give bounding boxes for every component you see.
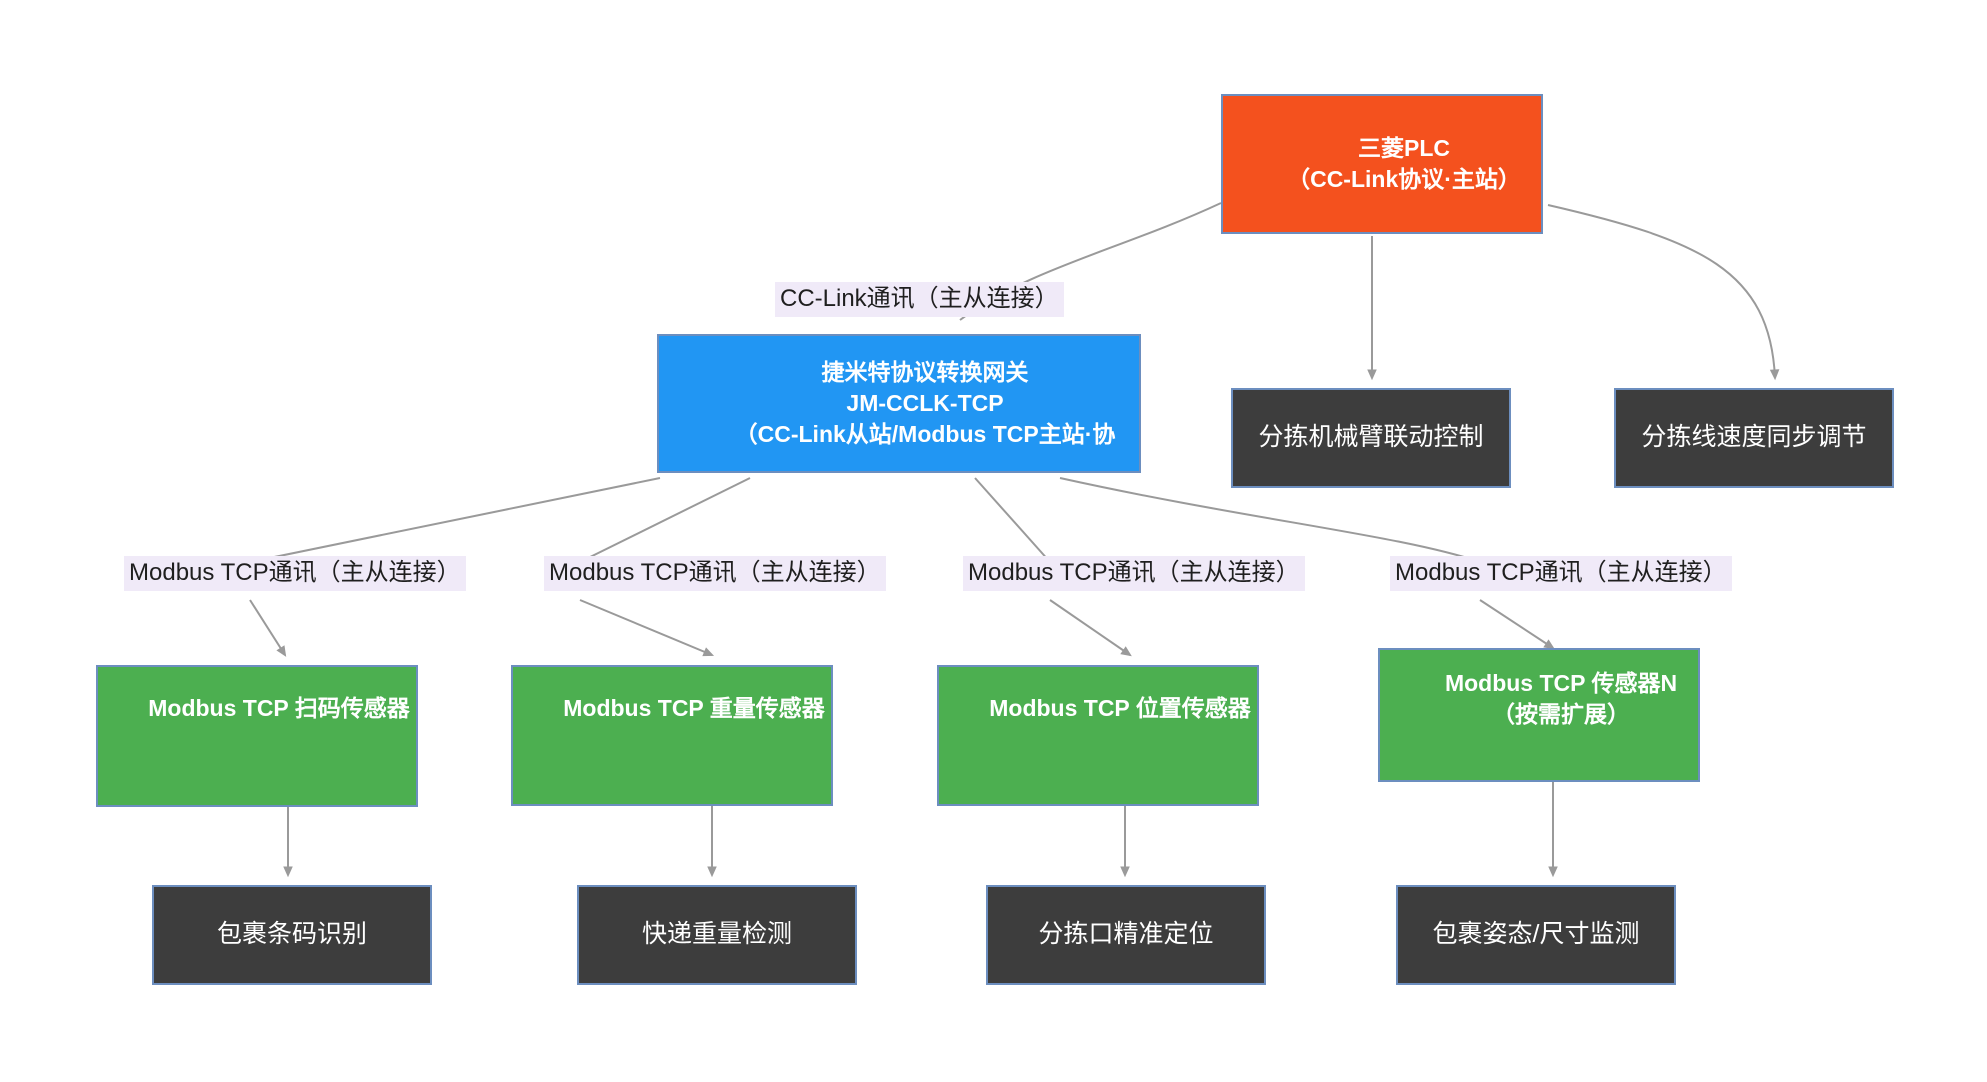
node-plc-line1: 三菱PLC [1357, 134, 1450, 161]
node-task-sorting-arm[interactable]: 分拣机械臂联动控制 [1231, 388, 1511, 488]
edge-label-modbus-4-text: Modbus TCP通讯（主从连接） [1395, 559, 1727, 586]
edge-label-modbus-2-text: Modbus TCP通讯（主从连接） [549, 559, 881, 586]
edge-label-modbus-2: Modbus TCP通讯（主从连接） [544, 556, 886, 591]
edge-gateway-to-sensor-1-upper [249, 477, 661, 563]
node-task-sorting-arm-label: 分拣机械臂联动控制 [1258, 423, 1484, 452]
node-task-posture-monitor[interactable]: 包裹姿态/尺寸监测 [1396, 885, 1676, 985]
edge-label-modbus-4: Modbus TCP通讯（主从连接） [1390, 556, 1732, 591]
node-task-barcode[interactable]: 包裹条码识别 [152, 885, 432, 985]
node-gateway[interactable]: 捷米特协议转换网关 JM-CCLK-TCP （CC-Link从站/Modbus … [657, 334, 1141, 473]
node-sensor-extensible-line2: （按需扩展） [1492, 701, 1630, 728]
edge-label-cclink: CC-Link通讯（主从连接） [775, 282, 1064, 317]
edge-label-to-sensor-1 [249, 599, 287, 657]
node-task-posture-monitor-label: 包裹姿态/尺寸监测 [1432, 920, 1640, 949]
edge-label-to-sensor-4 [1479, 599, 1555, 650]
edge-plc-to-task-2 [1547, 204, 1780, 381]
edge-label-modbus-3-text: Modbus TCP通讯（主从连接） [968, 559, 1300, 586]
node-task-position-locate-label: 分拣口精准定位 [1038, 920, 1214, 949]
edge-gateway-to-sensor-2-upper [579, 477, 751, 563]
node-task-line-speed-label: 分拣线速度同步调节 [1641, 423, 1867, 452]
node-task-weight-check[interactable]: 快递重量检测 [577, 885, 857, 985]
node-gateway-line1: 捷米特协议转换网关 [821, 358, 1029, 385]
node-sensor-weight[interactable]: Modbus TCP 重量传感器 [511, 665, 833, 806]
node-task-line-speed[interactable]: 分拣线速度同步调节 [1614, 388, 1894, 488]
edge-label-cclink-text: CC-Link通讯（主从连接） [780, 285, 1059, 312]
node-sensor-position-line1: Modbus TCP 位置传感器 [989, 695, 1251, 721]
node-plc[interactable]: 三菱PLC （CC-Link协议·主站） [1221, 94, 1543, 234]
node-gateway-line2: JM-CCLK-TCP [846, 389, 1004, 416]
node-sensor-extensible[interactable]: Modbus TCP 传感器N （按需扩展） [1378, 648, 1700, 782]
edge-label-to-sensor-3 [1049, 599, 1132, 657]
edge-label-to-sensor-2 [579, 599, 715, 657]
edge-label-modbus-1-text: Modbus TCP通讯（主从连接） [129, 559, 461, 586]
edge-label-modbus-1: Modbus TCP通讯（主从连接） [124, 556, 466, 591]
node-task-weight-check-label: 快递重量检测 [641, 920, 792, 949]
node-task-position-locate[interactable]: 分拣口精准定位 [986, 885, 1266, 985]
node-plc-line2: （CC-Link协议·主站） [1287, 166, 1521, 192]
node-sensor-position[interactable]: Modbus TCP 位置传感器 [937, 665, 1259, 806]
node-gateway-line3: （CC-Link从站/Modbus TCP主站·协 [734, 421, 1116, 448]
node-sensor-extensible-line1: Modbus TCP 传感器N [1444, 670, 1678, 696]
node-sensor-scanner[interactable]: Modbus TCP 扫码传感器 [96, 665, 418, 807]
node-sensor-weight-line1: Modbus TCP 重量传感器 [563, 695, 825, 721]
edge-gateway-to-sensor-4-upper [1059, 477, 1481, 563]
edge-label-modbus-3: Modbus TCP通讯（主从连接） [963, 556, 1305, 591]
edge-gateway-to-sensor-3-upper [974, 477, 1051, 563]
node-task-barcode-label: 包裹条码识别 [216, 920, 367, 949]
node-sensor-scanner-line1: Modbus TCP 扫码传感器 [148, 695, 410, 721]
